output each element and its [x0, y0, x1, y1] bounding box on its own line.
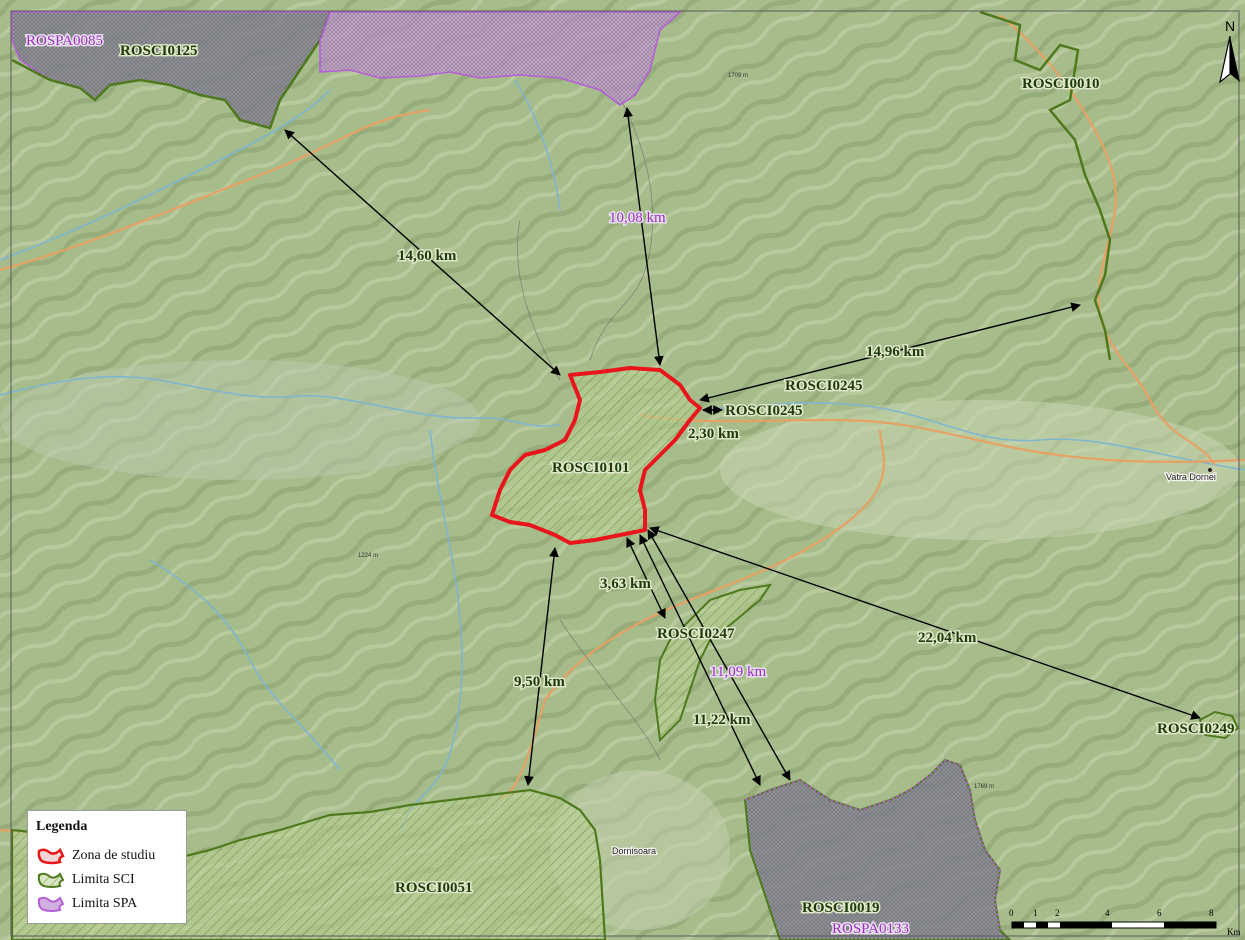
- arrow-to-north-spa: [623, 107, 664, 366]
- distance-rosci0051: 9,50 km: [514, 674, 565, 690]
- distance-rosci0125: 14,60 km: [398, 248, 457, 264]
- label-rosci0101: ROSCI0101: [552, 460, 630, 476]
- study-zone-rosci0101: [490, 366, 702, 545]
- town-dornisoara: Dornisoara: [612, 846, 656, 856]
- distance-north-spa: 10,08 km: [609, 210, 666, 226]
- town-vatra-dornei: Vatra Dornei: [1166, 472, 1216, 482]
- scale-tick: 1: [1033, 908, 1038, 918]
- scale-bar: 0 1 2 4 6 8 Km: [1005, 908, 1241, 937]
- distance-rosci0245: 2,30 km: [688, 426, 739, 442]
- scale-tick: 6: [1157, 908, 1162, 918]
- scale-bar-graphic: [1011, 921, 1217, 929]
- legend-item-sci: Limita SCI: [36, 869, 135, 891]
- distance-rosci0010: 14,96 km: [866, 344, 925, 360]
- label-rospa0133: ROSPA0133: [832, 921, 909, 937]
- arrow-to-rosci0010: [699, 302, 1081, 403]
- scale-tick: 2: [1055, 908, 1060, 918]
- north-arrow-icon: [1219, 35, 1240, 84]
- legend-label-study-zone: Zona de studiu: [72, 848, 156, 863]
- label-rosci0051: ROSCI0051: [395, 880, 473, 896]
- label-rosci0249: ROSCI0249: [1157, 721, 1235, 737]
- town-marker-vatra-dornei: [1208, 468, 1212, 472]
- label-rosci0019: ROSCI0019: [802, 900, 880, 916]
- arrow-to-rosci0051: [524, 547, 559, 786]
- label-rosci0125: ROSCI0125: [120, 43, 198, 59]
- scale-tick: 0: [1009, 908, 1014, 918]
- north-label: N: [1224, 18, 1236, 34]
- valley-tint: [720, 400, 1240, 540]
- sci-swatch-icon: [37, 872, 65, 888]
- label-rosci0247: ROSCI0247: [657, 626, 735, 642]
- scale-tick: 8: [1209, 908, 1214, 918]
- north-arrow: N: [1216, 18, 1244, 86]
- distance-arrows: [284, 107, 1201, 786]
- distance-rosci0249: 22,04 km: [918, 630, 977, 646]
- elevation-label: 1769 m: [974, 784, 994, 790]
- distance-rosci0019: 11,22 km: [693, 712, 751, 728]
- study-zone-swatch-icon: [37, 847, 65, 865]
- sci-rosci0010-boundary: [979, 10, 1112, 361]
- spa-rospa0133-boundary: [744, 759, 1001, 931]
- spa-swatch-icon: [37, 896, 65, 912]
- spa-north-area: [319, 11, 683, 106]
- legend-title: Legenda: [36, 819, 88, 834]
- label-rosci0010: ROSCI0010: [1022, 76, 1100, 92]
- scale-tick: 4: [1105, 908, 1110, 918]
- label-rospa0085: ROSPA0085: [26, 33, 103, 49]
- legend-label-sci: Limita SCI: [72, 872, 135, 887]
- scale-unit: Km: [1227, 927, 1241, 937]
- sci-rosci0125-boundary: [11, 11, 332, 130]
- label-rosci0245: ROSCI0245: [725, 403, 803, 419]
- arrow-to-rosci0249: [649, 526, 1201, 720]
- sci-rosci0249-boundary: [1198, 710, 1240, 740]
- elevation-label: 1224 m: [358, 553, 378, 559]
- label-rosci0245-east: ROSCI0245: [785, 378, 863, 394]
- distance-rospa0133: 11,09 km: [710, 664, 766, 680]
- arrow-to-rosci0125: [284, 129, 561, 376]
- legend-panel: Legenda Zona de studiu Limita SCI Limita…: [27, 810, 187, 924]
- valley-tint: [0, 360, 480, 480]
- legend-label-spa: Limita SPA: [72, 896, 138, 911]
- elevation-label: 1709 m: [728, 73, 748, 79]
- map-frame: [10, 10, 1240, 937]
- legend-item-study-zone: Zona de studiu: [36, 845, 155, 867]
- distance-rosci0247: 3,63 km: [600, 576, 651, 592]
- legend-item-spa: Limita SPA: [36, 893, 137, 915]
